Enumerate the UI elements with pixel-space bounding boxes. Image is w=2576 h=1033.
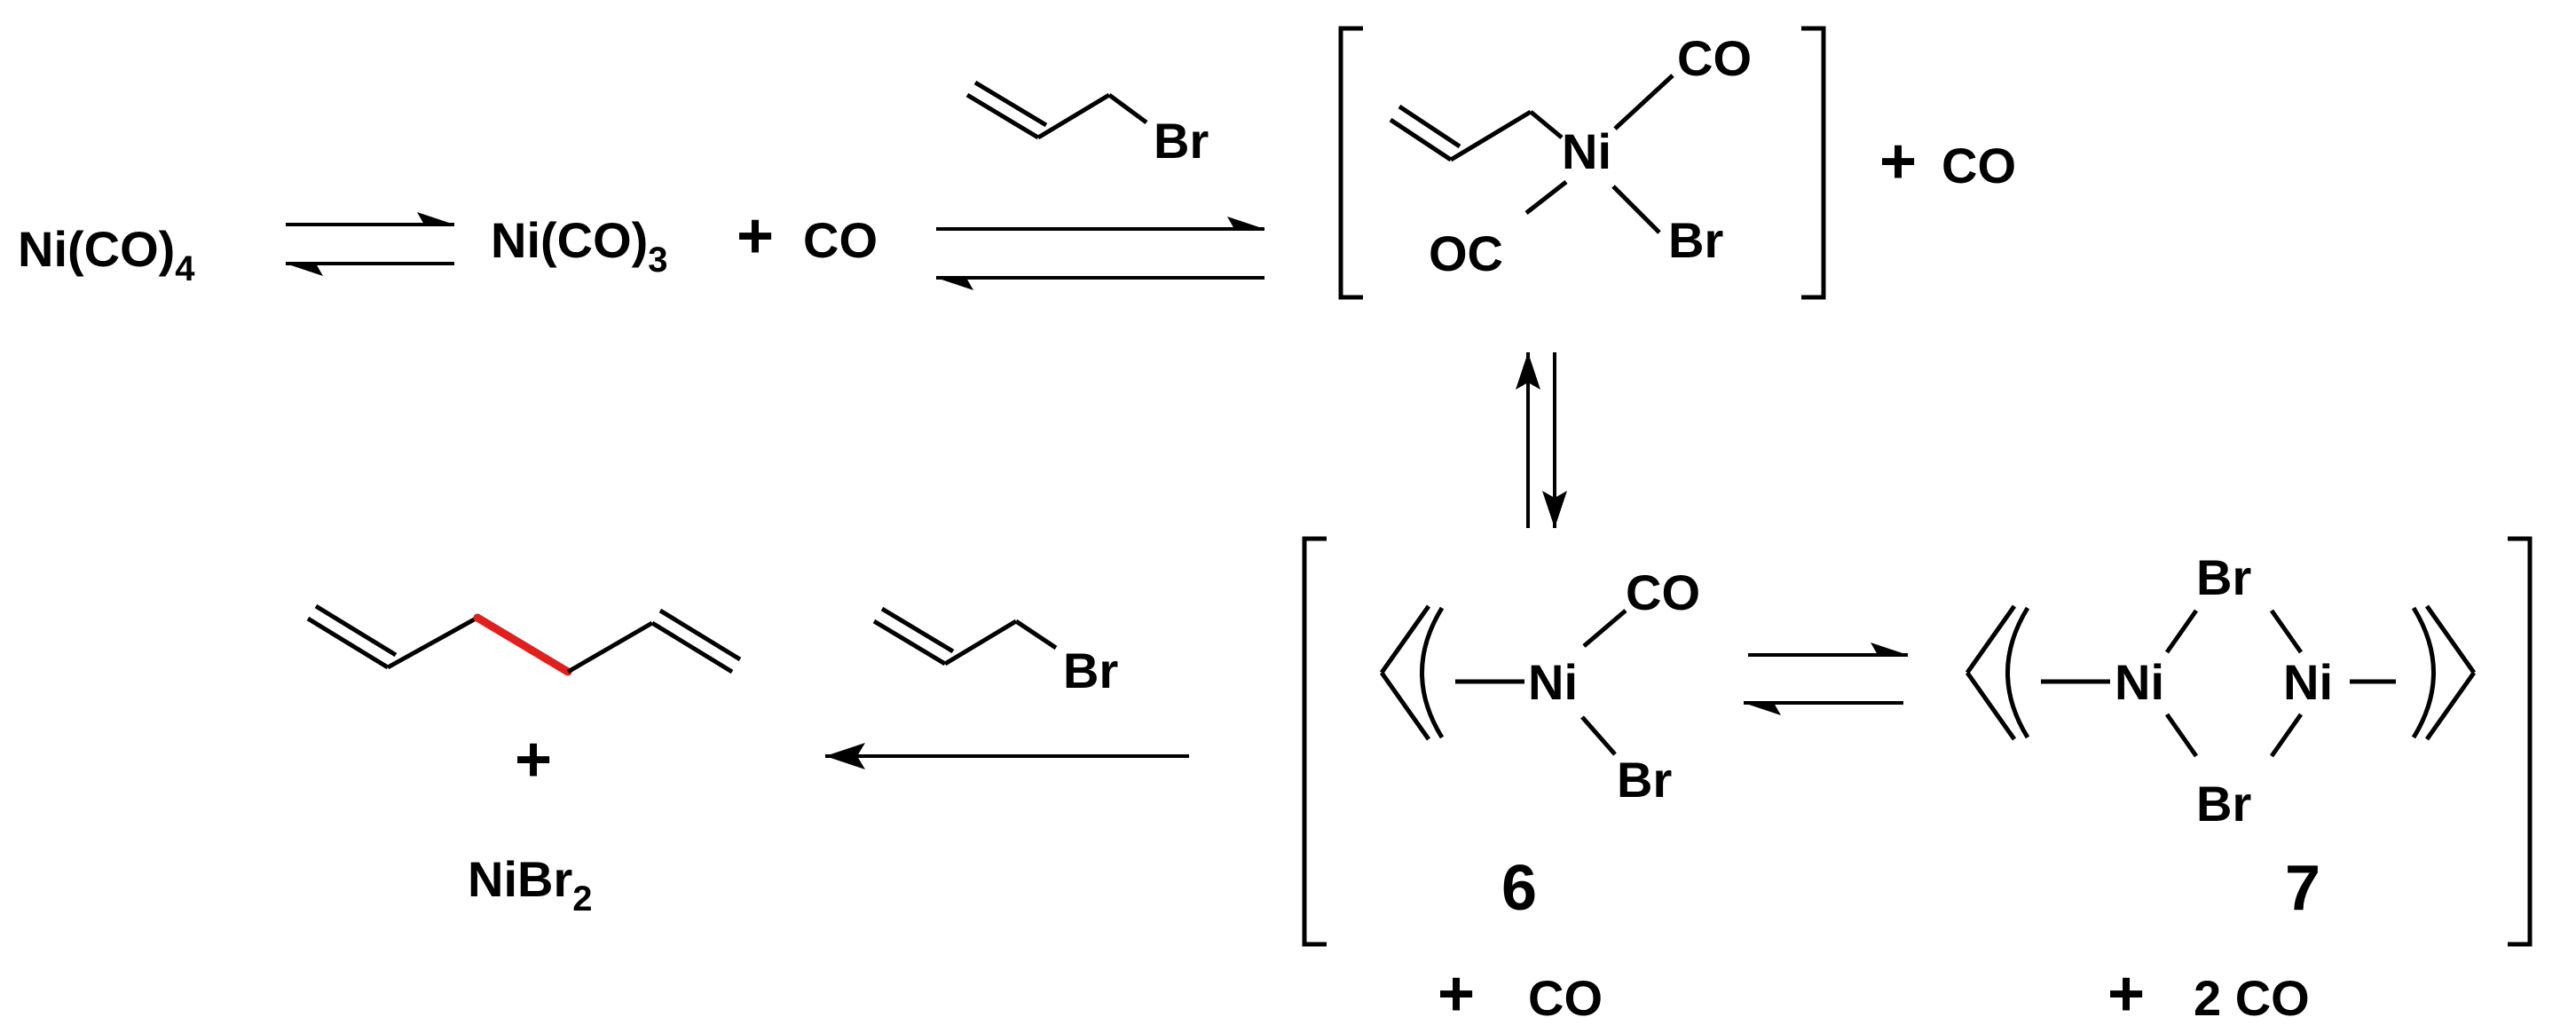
compound-6-co: CO [1626, 564, 1700, 620]
complex-1-ni: Ni [1562, 123, 1611, 179]
carbon-monoxide-2: CO [1942, 138, 2016, 193]
nickel-tetracarbonyl-text: Ni(CO) [18, 221, 175, 277]
allyl-bromide-reagent-2: Br [872, 606, 1118, 698]
nickel-tetracarbonyl: Ni(CO)4 [18, 221, 195, 288]
left-bracket-1 [1338, 26, 1363, 300]
nickel-tricarbonyl-text: Ni(CO) [491, 212, 648, 268]
plus-sign-6: + [1438, 958, 1475, 1029]
compound-6: Ni CO Br 6 [1379, 564, 1700, 924]
complex-1-oc: OC [1429, 225, 1503, 281]
compound-7-br-top: Br [2196, 549, 2251, 605]
vertical-equilibrium-arrow [1516, 352, 1567, 528]
plus-sign-2: + [1879, 126, 1917, 197]
nickel-tricarbonyl: Ni(CO)3 [491, 212, 668, 280]
equilibrium-arrow-1 [286, 212, 454, 276]
equilibrium-arrow-2 [936, 217, 1264, 290]
compound-7-number: 7 [2285, 853, 2320, 924]
nickel-tricarbonyl-label: Ni(CO)3 [491, 212, 668, 280]
nickel-bromide: NiBr2 [468, 851, 592, 919]
allyl-bromide-reagent-1: Br [965, 80, 1209, 169]
compound-7-ni-right: Ni [2283, 654, 2333, 710]
hexadiene-product [306, 603, 742, 676]
new-carbon-carbon-bond [473, 613, 572, 676]
compound-7: Ni Br Br Ni 7 [1965, 549, 2477, 924]
compound-6-number: 6 [1501, 853, 1537, 924]
nickel-tetracarbonyl-label: Ni(CO)4 [18, 221, 195, 288]
plus-sign-1: + [737, 201, 774, 272]
sigma-allyl-nickel-complex: Ni CO Br OC [1338, 26, 1826, 300]
nickel-bromide-subscript: 2 [572, 879, 592, 919]
nickel-tetracarbonyl-subscript: 4 [175, 249, 195, 288]
carbon-monoxide-1: CO [803, 212, 878, 268]
compound-6-ni: Ni [1528, 654, 1578, 710]
complex-1-co: CO [1677, 30, 1752, 86]
allyl-bromide-2-br: Br [1063, 643, 1118, 698]
two-carbon-monoxide: 2 CO [2194, 970, 2310, 1026]
equilibrium-arrow-3 [1744, 643, 1908, 715]
compound-7-br-bottom: Br [2196, 776, 2251, 832]
compound-6-br: Br [1617, 752, 1672, 808]
allyl-bromide-1-br: Br [1154, 113, 1209, 169]
plus-sign-product: + [515, 724, 552, 795]
right-bracket-2 [2508, 536, 2533, 947]
nickel-tricarbonyl-subscript: 3 [648, 241, 667, 280]
nickel-bromide-text: NiBr [468, 851, 572, 907]
carbon-monoxide-6: CO [1528, 970, 1603, 1026]
plus-sign-7: + [2107, 958, 2145, 1029]
compound-7-ni-left: Ni [2115, 654, 2164, 710]
left-bracket-2 [1302, 536, 1327, 947]
complex-1-br: Br [1668, 212, 1723, 268]
forward-arrow-final [825, 743, 1189, 769]
right-bracket-1 [1801, 26, 1826, 300]
